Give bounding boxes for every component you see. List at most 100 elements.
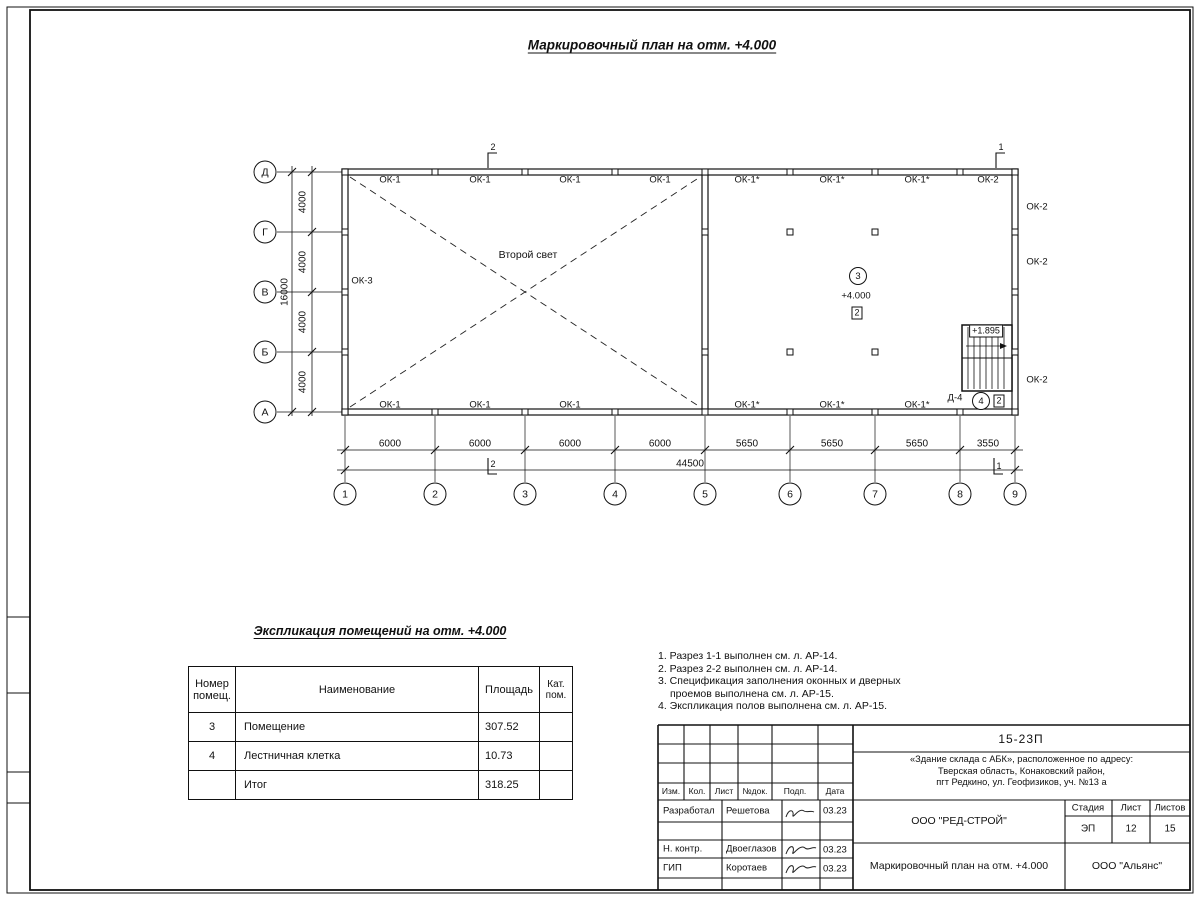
- cell-category: [539, 741, 573, 771]
- window-label: ОК-2: [1026, 201, 1048, 213]
- column-header-category: Кат. пом.: [539, 666, 573, 713]
- column-header-area: Площадь: [478, 666, 540, 713]
- cell-area: 307.52: [478, 712, 540, 742]
- dim-label: 6000: [468, 438, 492, 450]
- col-axis-circle: 7: [863, 482, 887, 506]
- page-title: Маркировочный план на отм. +4.000: [527, 37, 777, 53]
- signer-role: ГИП: [663, 862, 682, 874]
- titleblock-col-header: Дата: [825, 786, 845, 796]
- note-line: 4. Экспликация полов выполнена см. л. АР…: [658, 700, 887, 712]
- window-label: ОК-3: [350, 275, 374, 287]
- client-company: ООО "Альянс": [1091, 860, 1163, 872]
- document-number: 15-23П: [998, 732, 1044, 746]
- cell-category: [539, 712, 573, 742]
- explication-heading: Экспликация помещений на отм. +4.000: [253, 624, 507, 638]
- window-label: ОК-1: [469, 399, 491, 411]
- section-mark-label: 1: [998, 142, 1004, 152]
- note-line: 2. Разрез 2-2 выполнен см. л. АР-14.: [658, 662, 838, 675]
- cell-name: Помещение: [235, 712, 479, 742]
- cell-number: [188, 770, 236, 800]
- window-label: ОК-1*: [734, 399, 760, 411]
- section-mark-label: 2: [490, 459, 496, 469]
- room-number-marker: 3: [849, 267, 867, 285]
- window-label: ОК-1*: [904, 174, 930, 186]
- column-header-name: Наименование: [235, 666, 479, 713]
- titleblock-col-header: Лист: [714, 786, 734, 796]
- room-elevation-label: +4.000: [841, 290, 871, 302]
- void-label: Второй свет: [496, 249, 560, 261]
- note-line: 1. Разрез 1-1 выполнен см. л. АР-14.: [658, 650, 838, 662]
- stage-value: ЭП: [1080, 823, 1096, 835]
- sheets-value: 15: [1164, 823, 1176, 835]
- dim-label: 4000: [297, 190, 309, 214]
- section-mark-label: 1: [996, 461, 1002, 471]
- cell-area: 10.73: [478, 741, 540, 771]
- col-axis-circle: 1: [333, 482, 357, 506]
- note-line: 3. Спецификация заполнения оконных и две…: [658, 675, 901, 700]
- dim-total-label: 44500: [676, 458, 704, 470]
- table-row: 3 Помещение 307.52: [188, 712, 573, 742]
- window-label: ОК-2: [977, 174, 999, 186]
- col-axis-circle: 2: [423, 482, 447, 506]
- titleblock-col-header: №док.: [742, 786, 768, 796]
- cell-category: [539, 770, 573, 800]
- cell-number: 3: [188, 712, 236, 742]
- window-label: ОК-1: [559, 399, 581, 411]
- window-label: ОК-1: [379, 174, 401, 186]
- row-axis-circle: А: [253, 400, 277, 424]
- signer-role: Н. контр.: [663, 843, 703, 855]
- signer-role: Разработал: [663, 805, 715, 817]
- room-category-marker: 2: [993, 394, 1005, 408]
- dim-label: 4000: [297, 310, 309, 334]
- drawing-name: Маркировочный план на отм. +4.000: [869, 860, 1049, 872]
- signer-date: 03.23: [823, 805, 847, 817]
- dim-label: 5650: [905, 438, 929, 450]
- signer-name: Коротаев: [726, 862, 768, 874]
- cell-area: 318.25: [478, 770, 540, 800]
- room-category-marker: 2: [851, 306, 863, 320]
- window-label: ОК-1*: [819, 399, 845, 411]
- design-company: ООО "РЕД-СТРОЙ": [911, 815, 1007, 827]
- project-description: «Здание склада с АБК», расположенное по …: [909, 754, 1134, 787]
- door-label: Д-4: [946, 392, 964, 404]
- row-axis-circle: Г: [253, 220, 277, 244]
- col-axis-circle: 8: [948, 482, 972, 506]
- window-label: ОК-1: [559, 174, 581, 186]
- window-label: ОК-1*: [904, 399, 930, 411]
- window-label: ОК-1*: [819, 174, 845, 186]
- dim-total-label: 16000: [279, 278, 291, 306]
- row-axis-circle: Б: [253, 340, 277, 364]
- row-axis-circle: В: [253, 280, 277, 304]
- row-axis-circle: Д: [253, 160, 277, 184]
- cell-name: Итог: [235, 770, 479, 800]
- col-axis-circle: 5: [693, 482, 717, 506]
- sheets-header: Листов: [1154, 802, 1186, 814]
- signer-date: 03.23: [823, 863, 847, 875]
- window-label: ОК-2: [1026, 374, 1048, 386]
- dim-label: 6000: [558, 438, 582, 450]
- sheet-value: 12: [1125, 823, 1137, 835]
- col-axis-circle: 4: [603, 482, 627, 506]
- sheet-header: Лист: [1120, 802, 1142, 814]
- dim-label: 3550: [976, 438, 1000, 450]
- dim-label: 5650: [735, 438, 759, 450]
- window-label: ОК-1: [649, 174, 671, 186]
- window-label: ОК-1: [379, 399, 401, 411]
- titleblock-col-header: Подп.: [783, 786, 807, 796]
- col-axis-circle: 9: [1003, 482, 1027, 506]
- dim-label: 4000: [297, 250, 309, 274]
- notes-list: 1. Разрез 1-1 выполнен см. л. АР-14. 2. …: [658, 650, 920, 713]
- cell-name: Лестничная клетка: [235, 741, 479, 771]
- column-header-number: Номер помещ.: [188, 666, 236, 713]
- room-number-marker: 4: [972, 392, 990, 410]
- titleblock-col-header: Кол.: [688, 786, 706, 796]
- explication-table: Номер помещ. Наименование Площадь Кат. п…: [188, 666, 573, 800]
- window-label: ОК-1*: [734, 174, 760, 186]
- dim-label: 4000: [297, 370, 309, 394]
- dim-label: 6000: [648, 438, 672, 450]
- dim-label: 5650: [820, 438, 844, 450]
- signer-name: Двоеглазов: [726, 843, 777, 855]
- stair-elevation-label: +1.895: [969, 324, 1003, 338]
